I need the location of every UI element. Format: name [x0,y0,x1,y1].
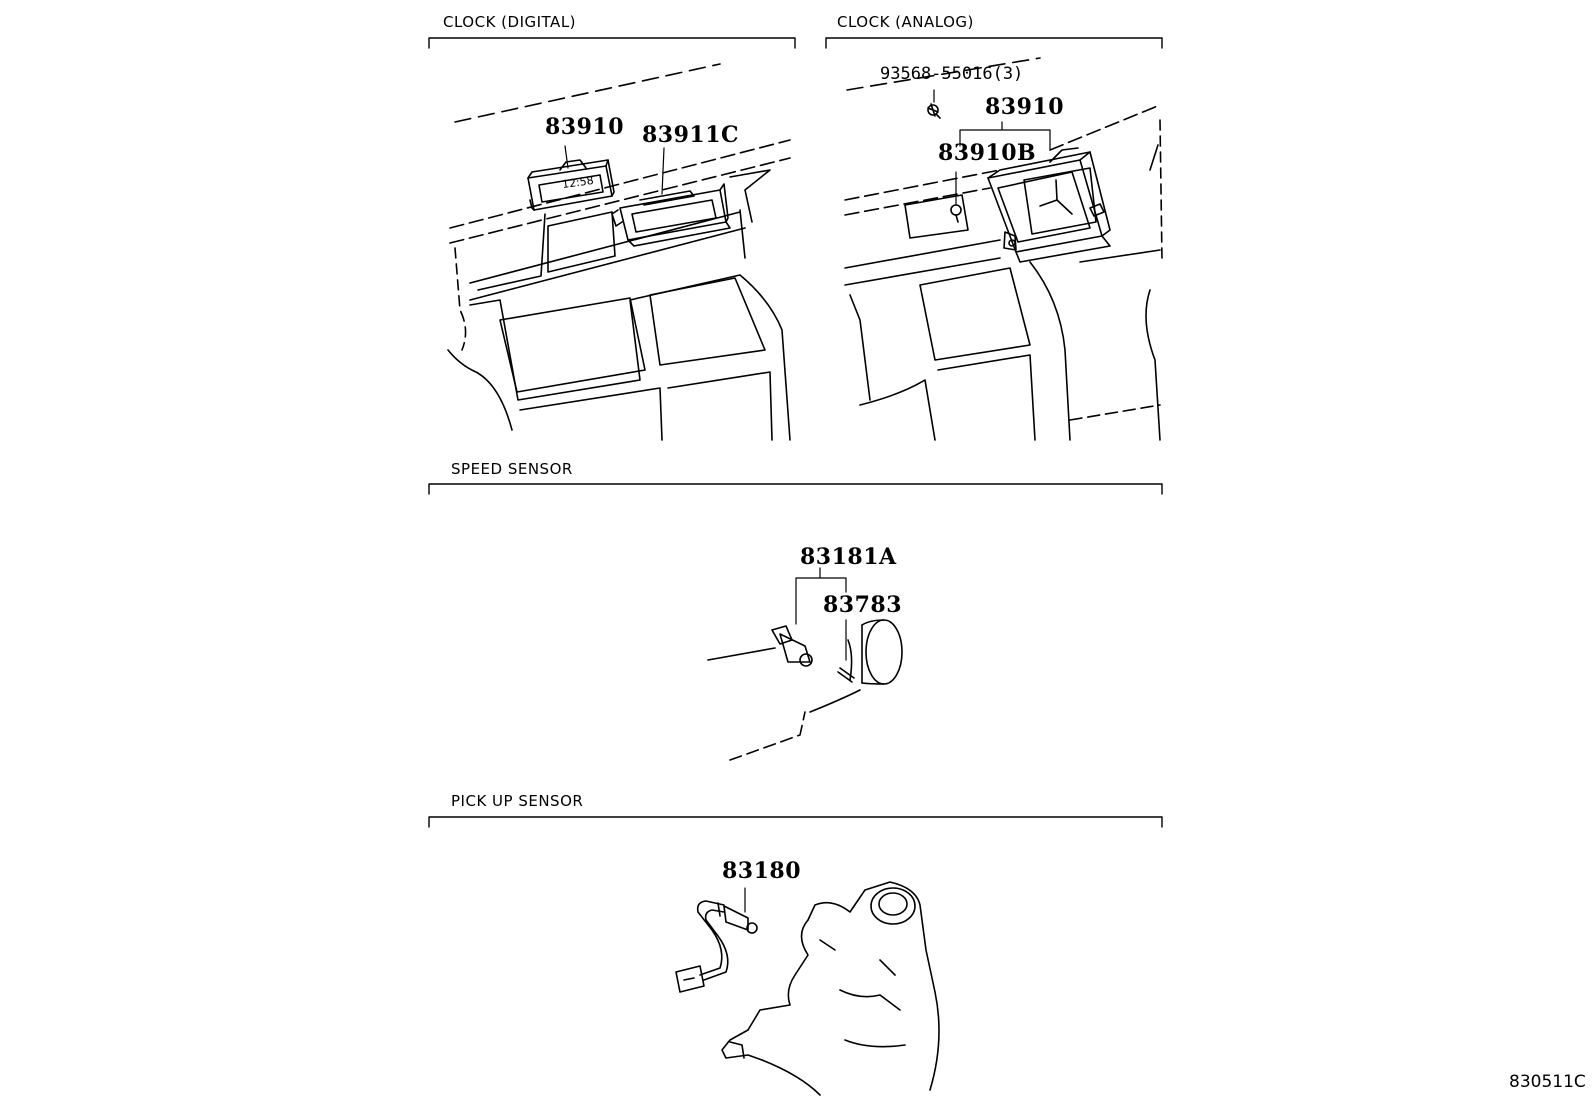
part-number-83910b[interactable]: 83910B [938,140,1037,166]
digital-bezel [611,183,731,247]
section-title-pickup-sensor: PICK UP SENSOR [451,792,584,810]
section-title-clock-analog: CLOCK (ANALOG) [837,13,974,31]
part-number-83910-analog[interactable]: 83910 [985,94,1065,120]
section-title-clock-digital: CLOCK (DIGITAL) [443,13,577,31]
section-title-speed-sensor: SPEED SENSOR [451,460,573,478]
digital-clock-unit [527,159,615,211]
speed-leaders [795,567,847,661]
transmission-housing [721,881,940,1096]
analog-clock-face [1023,147,1105,235]
analog-screws [927,103,962,223]
part-number-83783[interactable]: 83783 [823,592,903,618]
figure-code: 830511C [1509,1072,1586,1092]
pickup-sensor-drawing [675,900,758,993]
speed-sensor-drawing [707,619,903,761]
analog-dashboard-outline [844,57,1163,441]
part-number-83180[interactable]: 83180 [722,858,802,884]
analog-bezel [987,151,1111,263]
part-number-83181a[interactable]: 83181A [800,544,897,570]
digital-leaders [564,145,665,195]
section-brackets [428,37,1163,828]
part-number-83910-digital[interactable]: 83910 [545,114,625,140]
analog-leaders [933,89,1051,205]
part-number-93568-55016[interactable]: 93568-55016(3) [880,64,1024,84]
part-number-83911c[interactable]: 83911C [642,122,740,148]
digital-dashboard-outline [447,63,791,441]
